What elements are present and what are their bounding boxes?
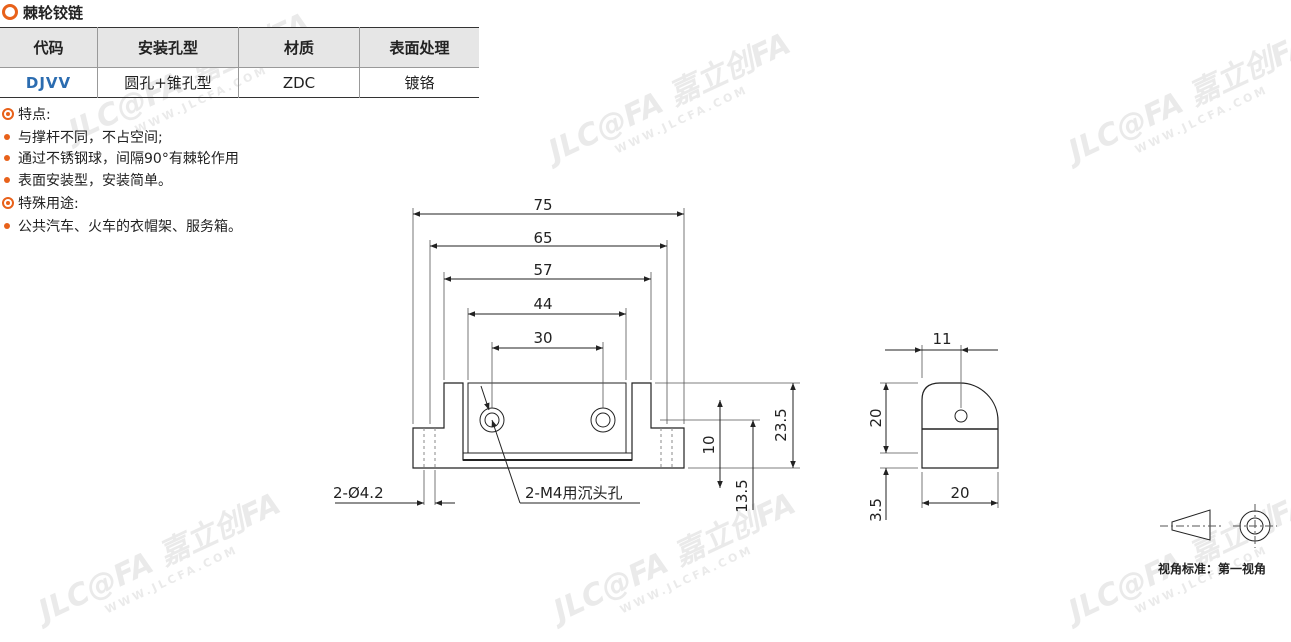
dim-hole-diameter: 2-Ø4.2 <box>333 484 384 502</box>
list-item: 公共汽车、火车的衣帽架、服务箱。 <box>4 216 242 236</box>
dim-10: 10 <box>700 435 718 454</box>
dim-13-5: 13.5 <box>733 479 751 512</box>
list-item-text: 通过不锈钢球，间隔90°有棘轮作用 <box>18 151 239 167</box>
table-cell: ZDC <box>238 67 360 98</box>
target-icon <box>2 197 14 209</box>
dim-20-height: 20 <box>867 408 885 427</box>
dim-30: 30 <box>533 329 552 347</box>
column-header: 材质 <box>238 27 360 68</box>
list-item-text: 与撑杆不同，不占空间; <box>18 130 163 146</box>
bullet-icon <box>4 223 10 229</box>
section-heading: 特殊用途: <box>18 196 79 212</box>
dim-75: 75 <box>533 196 552 214</box>
bullet-icon <box>4 155 10 161</box>
list-item-text: 表面安装型，安装简单。 <box>18 173 172 189</box>
dim-65: 65 <box>533 229 552 247</box>
dim-23-5: 23.5 <box>772 408 790 441</box>
product-title: 棘轮铰链 <box>2 1 83 23</box>
table-row: DJVV 圆孔+锥孔型 ZDC 镀铬 <box>0 67 479 98</box>
bullet-icon <box>4 134 10 140</box>
dim-11: 11 <box>932 330 951 348</box>
spec-table: 代码 安装孔型 材质 表面处理 DJVV 圆孔+锥孔型 ZDC 镀铬 <box>0 27 479 98</box>
view-standard-label: 视角标准：第一视角 <box>1158 562 1267 576</box>
column-header: 安装孔型 <box>97 27 239 68</box>
dim-3-5: 3.5 <box>867 498 885 522</box>
list-item: 表面安装型，安装简单。 <box>4 170 172 190</box>
list-item-text: 公共汽车、火车的衣帽架、服务箱。 <box>18 219 242 235</box>
table-cell-code: DJVV <box>25 73 72 92</box>
list-item: 通过不锈钢球，间隔90°有棘轮作用 <box>4 148 239 168</box>
column-header: 表面处理 <box>359 27 479 68</box>
uses-heading: 特殊用途: <box>2 193 79 213</box>
dim-57: 57 <box>533 261 552 279</box>
column-header: 代码 <box>33 39 64 57</box>
technical-drawing: 75 65 57 44 30 23.5 10 13.5 2-Ø4.2 2-M4用… <box>333 196 1277 548</box>
features-heading: 特点: <box>2 104 51 124</box>
ring-icon <box>2 4 18 20</box>
dim-20-width: 20 <box>950 484 969 502</box>
section-heading: 特点: <box>18 107 51 123</box>
table-cell: 镀铬 <box>359 67 479 98</box>
table-header-row: 代码 安装孔型 材质 表面处理 <box>0 27 479 68</box>
table-cell: 圆孔+锥孔型 <box>97 67 239 98</box>
bullet-icon <box>4 177 10 183</box>
hole-callout: 2-M4用沉头孔 <box>525 484 622 502</box>
page-title: 棘轮铰链 <box>23 3 84 22</box>
target-icon <box>2 108 14 120</box>
list-item: 与撑杆不同，不占空间; <box>4 127 163 147</box>
dim-44: 44 <box>533 295 552 313</box>
